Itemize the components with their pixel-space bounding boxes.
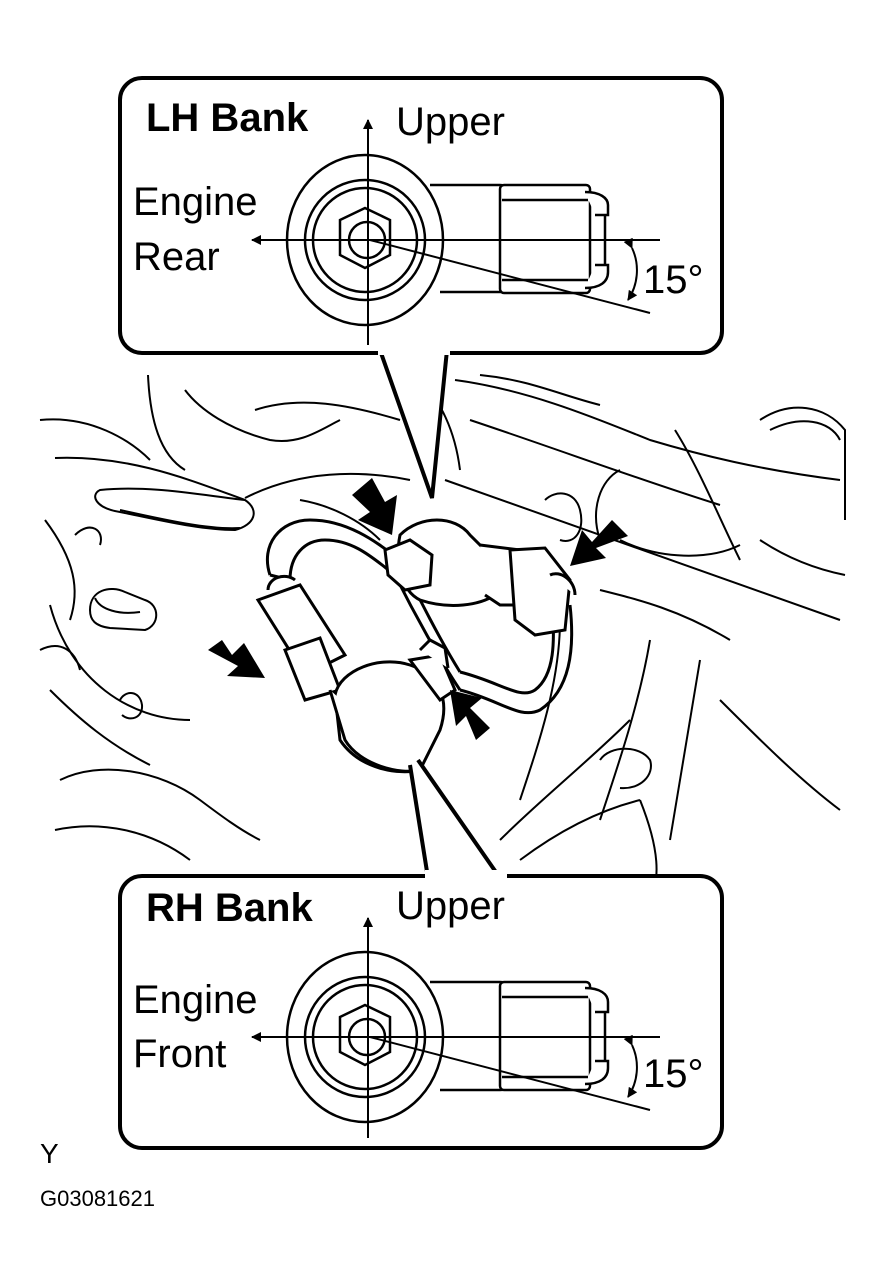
lh-callout-panel — [118, 76, 724, 499]
lh-knock-sensor — [383, 518, 577, 637]
rh-upper-label: Upper — [396, 884, 505, 928]
engine-block-linework — [39, 374, 846, 901]
code-letter: Y — [40, 1138, 59, 1169]
rh-angle-label: 15° — [643, 1052, 704, 1096]
rh-sensor-connector — [255, 574, 348, 702]
lh-bank-title: LH Bank — [146, 96, 309, 140]
lh-rear-label: Rear — [133, 235, 220, 279]
rh-engine-label: Engine — [133, 978, 258, 1022]
lh-angle-label: 15° — [643, 258, 704, 302]
rh-bank-title: RH Bank — [146, 886, 313, 930]
rh-knock-sensor — [328, 638, 457, 774]
lh-engine-label: Engine — [133, 180, 258, 224]
rh-callout-panel — [118, 758, 724, 1150]
figure-id: G03081621 — [40, 1186, 155, 1211]
lh-upper-label: Upper — [396, 100, 505, 144]
location-arrows — [208, 478, 628, 740]
rh-front-label: Front — [133, 1032, 227, 1076]
